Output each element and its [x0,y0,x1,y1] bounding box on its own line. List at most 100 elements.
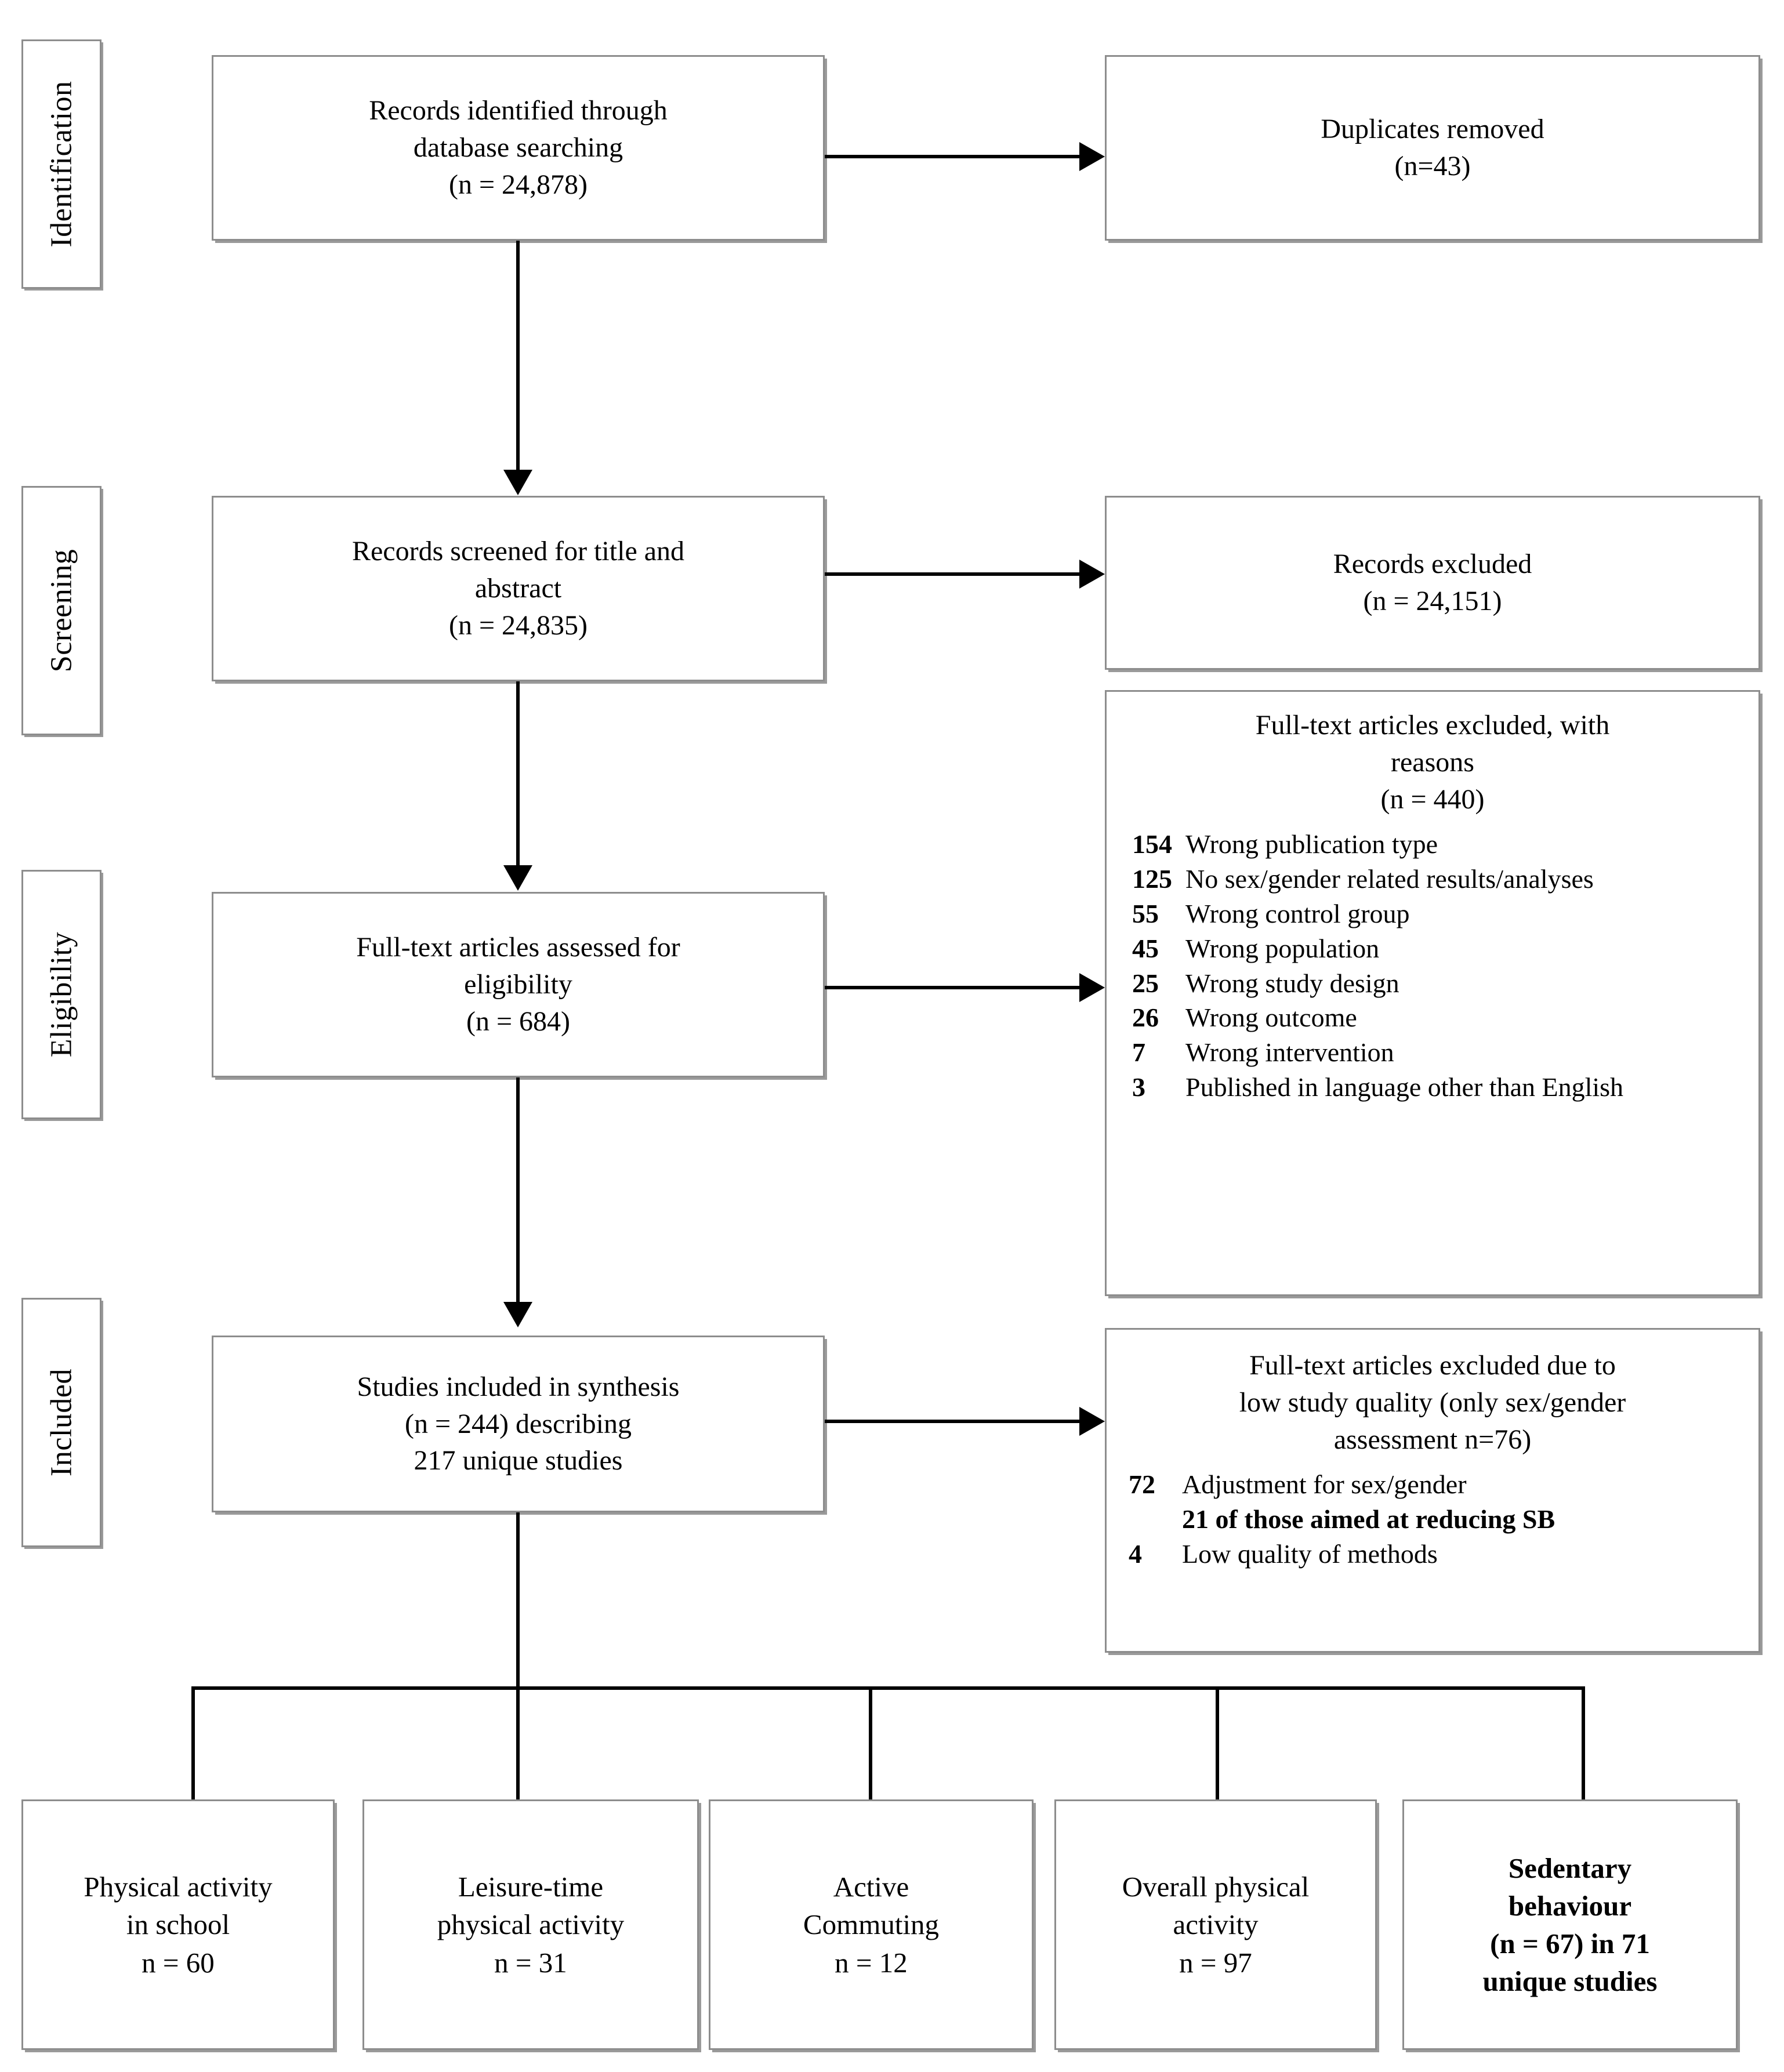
bracket-drop-sedentary-behaviour [1582,1686,1585,1802]
fulltext-excluded-reasons-header-line-1: Full-text articles excluded, with [1255,710,1610,741]
phase-label-included-text: Included [45,1369,78,1476]
outcome-line-2: Commuting [803,1908,940,1941]
connector-included-to-bracket-stem [516,1512,520,1690]
reason-row: 45 Wrong population [1132,931,1742,966]
fulltext-excluded-quality-header-line-3: assessment n=76) [1333,1424,1532,1455]
outcome-line-3: n = 60 [142,1946,215,1979]
reason-row: 72 Adjustment for sex/gender [1129,1467,1742,1502]
box-studies-included: Studies included in synthesis (n = 244) … [212,1336,825,1512]
fulltext-excluded-quality-header-line-1: Full-text articles excluded due to [1249,1350,1616,1381]
box-records-identified: Records identified through database sear… [212,55,825,241]
reason-count: 26 [1132,1003,1159,1033]
connector-included-to-excluded-quality [825,1420,1080,1423]
outcome-line-2: physical activity [437,1908,625,1941]
outcome-box-overall-physical-activity: Overall physical activity n = 97 [1054,1799,1377,2050]
phase-label-eligibility: Eligibility [21,870,101,1119]
connector-identified-to-duplicates [825,155,1080,158]
arrowhead-fulltext-to-excluded-reasons [1079,973,1105,1002]
reason-text: Wrong study design [1185,968,1399,998]
bracket-drop-leisure-time-physical-activity [516,1686,520,1802]
connector-screened-to-fulltext [516,681,520,866]
bracket-horizontal-bar [191,1686,1583,1690]
reason-row: 125 No sex/gender related results/analys… [1132,862,1742,897]
outcome-box-physical-activity-in-school: Physical activity in school n = 60 [21,1799,335,2050]
reason-row: 25 Wrong study design [1132,966,1742,1001]
studies-included-line-2: (n = 244) describing [405,1408,632,1439]
records-screened-line-1: Records screened for title and [351,536,685,567]
box-fulltext-excluded-reasons: Full-text articles excluded, with reason… [1105,690,1760,1296]
reason-count: 55 [1132,899,1159,929]
box-fulltext-excluded-quality: Full-text articles excluded due to low s… [1105,1328,1760,1653]
fulltext-excluded-quality-header: Full-text articles excluded due to low s… [1117,1347,1748,1458]
reason-text: Wrong outcome [1185,1003,1357,1033]
records-screened-line-3: (n = 24,835) [448,609,588,641]
reason-row: 3 Published in language other than Engli… [1132,1070,1742,1105]
outcome-line-1: Physical activity [84,1871,273,1903]
outcome-line-1: Sedentary [1508,1852,1632,1884]
studies-included-line-1: Studies included in synthesis [357,1371,680,1402]
fulltext-assessed-line-1: Full-text articles assessed for [356,932,680,963]
outcome-box-sedentary-behaviour: Sedentary behaviour (n = 67) in 71 uniqu… [1402,1799,1738,2050]
reason-count: 45 [1132,933,1159,963]
reason-count: 4 [1129,1539,1142,1569]
reason-text: Wrong control group [1185,899,1410,929]
outcome-line-3: n = 31 [494,1946,567,1979]
fulltext-excluded-reasons-header-line-2: reasons [1391,746,1474,778]
box-duplicates-removed: Duplicates removed (n=43) [1105,55,1760,241]
phase-label-screening-text: Screening [45,549,78,673]
connector-fulltext-to-included [516,1077,520,1304]
records-screened-line-2: abstract [474,573,562,604]
reason-text: No sex/gender related results/analyses [1185,864,1594,894]
reason-row: 7 Wrong intervention [1132,1035,1742,1070]
arrowhead-included-to-excluded-quality [1079,1407,1105,1436]
records-identified-line-3: (n = 24,878) [448,169,588,200]
outcome-box-leisure-time-physical-activity: Leisure-time physical activity n = 31 [362,1799,699,2050]
outcome-line-2: behaviour [1508,1889,1632,1922]
records-identified-line-2: database searching [413,132,623,164]
reason-row: 4 Low quality of methods [1129,1537,1742,1572]
reason-text: Wrong population [1185,933,1380,963]
reason-row: 154 Wrong publication type [1132,827,1742,862]
arrowhead-fulltext-to-included [503,1302,532,1327]
outcome-line-2: in school [126,1908,230,1941]
arrowhead-screened-to-fulltext [503,865,532,891]
outcome-line-1: Leisure-time [458,1871,604,1903]
connector-screened-to-excluded [825,572,1080,576]
arrowhead-identified-to-screened [503,470,532,495]
duplicates-removed-line-1: Duplicates removed [1321,114,1544,145]
bracket-drop-physical-activity-in-school [191,1686,195,1802]
reason-text: Published in language other than English [1185,1072,1624,1102]
fulltext-excluded-reasons-list: 154 Wrong publication type 125 No sex/ge… [1117,827,1748,1104]
outcome-line-3: n = 97 [1179,1946,1252,1979]
outcome-line-3: n = 12 [835,1946,908,1979]
reason-text: Adjustment for sex/gender [1182,1469,1467,1500]
box-records-excluded: Records excluded (n = 24,151) [1105,496,1760,670]
outcome-line-1: Active [833,1871,909,1903]
connector-fulltext-to-excluded-reasons [825,986,1080,989]
arrowhead-screened-to-excluded [1079,560,1105,589]
phase-label-eligibility-text: Eligibility [45,931,78,1058]
fulltext-excluded-quality-header-line-2: low study quality (only sex/gender [1239,1387,1626,1418]
fulltext-excluded-reasons-header: Full-text articles excluded, with reason… [1117,707,1748,818]
reason-count: 154 [1132,829,1172,859]
phase-label-screening: Screening [21,486,101,735]
reason-count: 25 [1132,968,1159,998]
outcome-box-active-commuting: Active Commuting n = 12 [709,1799,1034,2050]
reason-count: 3 [1132,1072,1145,1102]
bracket-drop-overall-physical-activity [1216,1686,1219,1802]
fulltext-excluded-quality-list: 72 Adjustment for sex/gender 21 of those… [1117,1467,1748,1571]
fulltext-excluded-reasons-header-line-3: (n = 440) [1380,783,1485,815]
outcome-line-3: (n = 67) in 71 [1490,1928,1650,1959]
outcome-line-1: Overall physical [1122,1871,1310,1903]
reason-row: 55 Wrong control group [1132,897,1742,931]
records-identified-line-1: Records identified through [369,95,668,126]
reason-text: Wrong publication type [1185,829,1438,859]
records-excluded-line-2: (n = 24,151) [1363,586,1502,616]
fulltext-assessed-line-3: (n = 684) [466,1006,571,1037]
reason-text: Low quality of methods [1182,1539,1438,1569]
box-fulltext-assessed: Full-text articles assessed for eligibil… [212,892,825,1077]
phase-label-included: Included [21,1298,101,1547]
bracket-drop-active-commuting [869,1686,872,1802]
reason-subnote: 21 of those aimed at reducing SB [1182,1504,1555,1534]
arrowhead-identified-to-duplicates [1079,142,1105,171]
